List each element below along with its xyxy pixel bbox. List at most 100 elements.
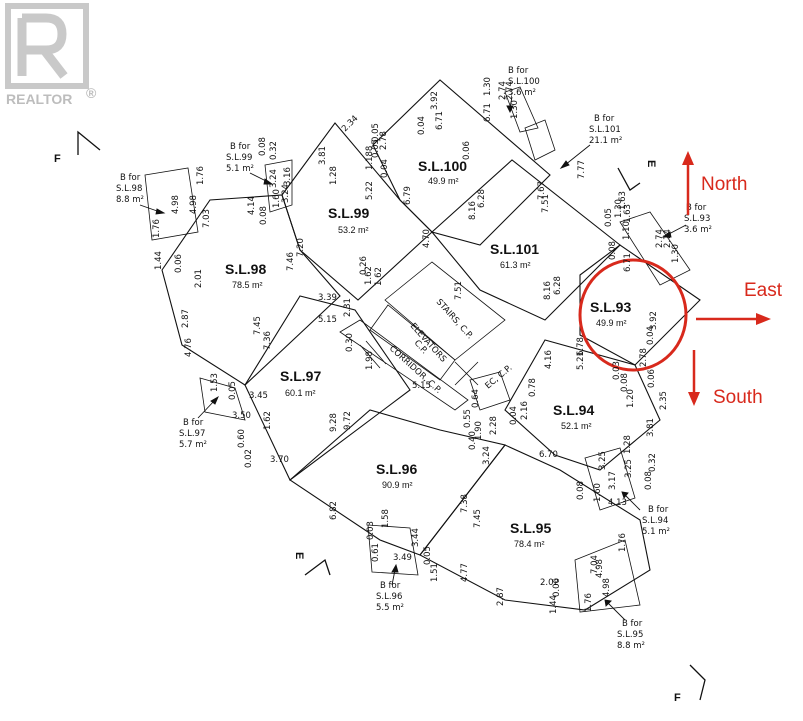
dimension-label: 3.17 (608, 471, 618, 490)
dimension-label: 7.51 (454, 281, 464, 300)
dimension-label: 3.50 (232, 411, 251, 421)
lot-linework (144, 79, 701, 613)
svg-text:B for: B for (120, 173, 141, 183)
lot-area-sl95: 78.4 m² (514, 539, 545, 549)
leader-arrows (139, 96, 687, 621)
dimension-label: 1.28 (329, 166, 339, 185)
dimension-label: 1.30 (614, 199, 624, 218)
ec-label: EC, C.P. (484, 363, 515, 391)
dimension-label: 6.82 (329, 501, 339, 520)
dimension-label: 1.28 (623, 435, 633, 454)
dimension-label: 3.49 (393, 553, 412, 563)
dimension-label: 6.28 (553, 276, 563, 295)
dimension-label: 3.92 (649, 311, 659, 330)
dimension-label: 1.60 (593, 483, 603, 502)
lot-area-sl93: 49.9 m² (596, 318, 627, 328)
dimension-label: 3.92 (430, 91, 440, 110)
svg-text:S.L.95: S.L.95 (617, 630, 643, 640)
lot-name-sl101: S.L.101 (490, 241, 539, 257)
bike-locker-sl96 (367, 524, 419, 576)
dimension-label: 5.21 (576, 351, 586, 370)
section-label-f-top: F (54, 153, 61, 165)
dimension-label: 3.25 (624, 459, 634, 478)
dimension-label: 1.30 (483, 77, 493, 96)
dimension-label: 4.98 (602, 578, 612, 597)
bike-locker-sl98 (144, 167, 199, 241)
dimension-label: 2.35 (659, 391, 669, 410)
bike-note-sl100: B for S.L.100 3.6 m² (508, 66, 540, 98)
bike-locker-notes: B for S.L.100 3.6 m² B for S.L.101 21.1 … (116, 66, 712, 651)
north-label: North (701, 174, 747, 195)
lot-area-sl100: 49.9 m² (428, 176, 459, 186)
dimension-label: 0.04 (646, 326, 656, 345)
svg-text:5.5 m²: 5.5 m² (376, 603, 404, 613)
svg-text:S.L.96: S.L.96 (376, 592, 402, 602)
dimension-label: 2.34 (340, 114, 360, 134)
svg-text:21.1 m²: 21.1 m² (589, 136, 622, 146)
lot-area-sl96: 90.9 m² (382, 480, 413, 490)
dimension-label: 0.05 (604, 208, 614, 227)
dimension-label: 1.188 (365, 146, 375, 170)
dimension-label: 6.70 (539, 450, 558, 460)
dimension-label: 0.02 (244, 449, 254, 468)
dimension-label: 7.04 (590, 555, 600, 574)
dimension-label: 6.71 (435, 111, 445, 130)
realtor-logo: REALTOR ® (5, 3, 97, 107)
dimension-label: 1.58 (381, 509, 391, 528)
svg-text:B for: B for (380, 581, 401, 591)
bike-locker-sl101 (524, 119, 556, 161)
dimension-label: 7.20 (296, 238, 306, 257)
dimension-label: 3.24 (482, 446, 492, 465)
dimension-label: 1.76 (196, 166, 206, 185)
dimension-label: 0.08 (608, 241, 618, 260)
dimension-label: 2.78 (379, 131, 389, 150)
realtor-wordmark: REALTOR (6, 91, 72, 107)
lot-boundary-sl94 (504, 339, 661, 471)
dimension-label: 4.16 (544, 350, 554, 369)
dimension-label: 7.77 (577, 160, 587, 179)
dimension-label: 1.44 (549, 595, 559, 614)
dimension-label: 7.46 (286, 252, 296, 271)
dimension-label: 2.74 (505, 81, 515, 100)
dimension-label: 0.40 (468, 431, 478, 450)
dimension-label: 0.04 (417, 116, 427, 135)
svg-text:5.1 m²: 5.1 m² (642, 527, 670, 537)
dimension-label: 0.05 (371, 139, 381, 158)
east-label: East (744, 280, 783, 301)
dimension-label: 7.03 (202, 209, 212, 228)
dimension-label: 3.25 (598, 451, 608, 470)
bike-note-sl101: B for S.L.101 21.1 m² (589, 114, 622, 146)
dimension-label: 2.78 (639, 348, 649, 367)
lot-area-sl97: 60.1 m² (285, 388, 316, 398)
dimension-label: 0.05 (371, 123, 381, 142)
svg-text:B for: B for (183, 418, 204, 428)
south-label: South (713, 387, 763, 408)
bike-note-sl93: B for S.L.93 3.6 m² (684, 203, 712, 235)
dimension-label: 5.15 (412, 381, 431, 391)
dimension-label: 1.62 (374, 267, 384, 286)
lot-name-sl93: S.L.93 (590, 299, 631, 315)
lot-area-sl99: 53.2 m² (338, 225, 369, 235)
dimension-label: 0.55 (463, 409, 473, 428)
dimension-label: 1.98 (365, 351, 375, 370)
dimension-label: 1.30 (510, 100, 520, 119)
bike-locker-sl94 (584, 447, 636, 511)
bike-note-sl98: B for S.L.98 8.8 m² (116, 173, 144, 205)
svg-text:B for: B for (686, 203, 707, 213)
lot-name-sl99: S.L.99 (328, 205, 369, 221)
south-arrow-icon (688, 392, 700, 406)
svg-text:S.L.93: S.L.93 (684, 214, 710, 224)
svg-text:B for: B for (594, 114, 615, 124)
dimension-label: 4.98 (595, 559, 605, 578)
svg-text:S.L.94: S.L.94 (642, 516, 668, 526)
dimension-label: 1.60 (272, 189, 282, 208)
dimension-label: 6.28 (477, 189, 487, 208)
dimension-label: 2.31 (343, 298, 353, 317)
dimension-label: 6.79 (403, 186, 413, 205)
svg-text:8.8 m²: 8.8 m² (617, 641, 645, 651)
svg-text:S.L.101: S.L.101 (589, 125, 621, 135)
realtor-registered-mark: ® (86, 85, 97, 101)
lot-boundary-sl98 (161, 194, 341, 386)
dimension-label: 0.61 (371, 543, 381, 562)
dimension-label: 0.03 (366, 521, 376, 540)
